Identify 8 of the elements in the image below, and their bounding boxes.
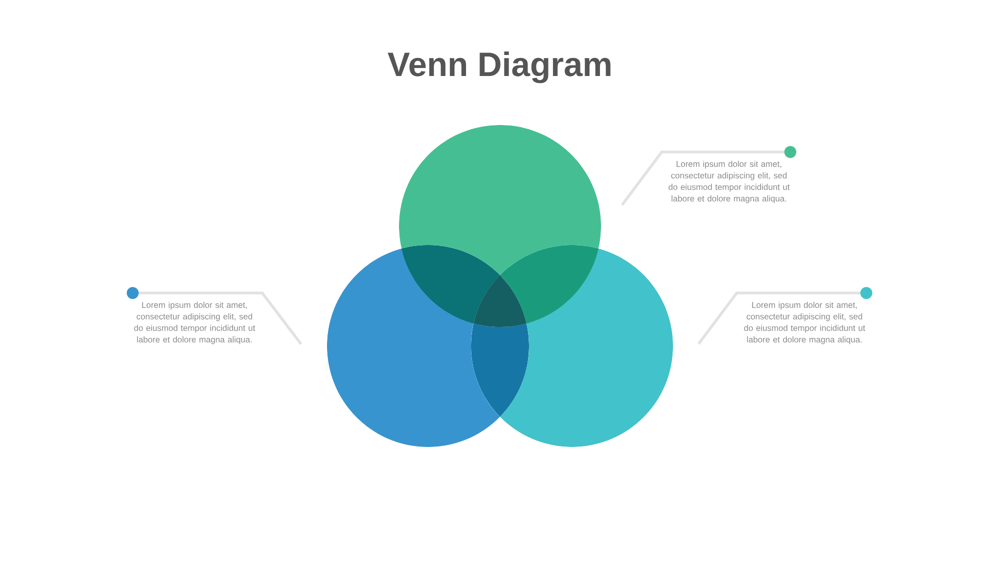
leader-line [126, 287, 302, 345]
venn-circle [470, 244, 674, 448]
leader-line [620, 146, 796, 206]
callout-text: Lorem ipsum dolor sit amet, consectetur adipiscing elit, sed do eiusmod tempor incididunt ut labore et dolore magna aliqua. [134, 302, 256, 344]
title: Venn Diagram [388, 52, 610, 84]
leader-line [697, 287, 872, 345]
callout-text: Lorem ipsum dolor sit amet, consectetur adipiscing elit, sed do eiusmod tempor incididunt ut labore et dolore magna aliqua. [744, 302, 866, 344]
callout-text: Lorem ipsum dolor sit amet, consectetur adipiscing elit, sed do eiusmod tempor incididunt ut labore et dolore magna aliqua. [668, 160, 790, 204]
